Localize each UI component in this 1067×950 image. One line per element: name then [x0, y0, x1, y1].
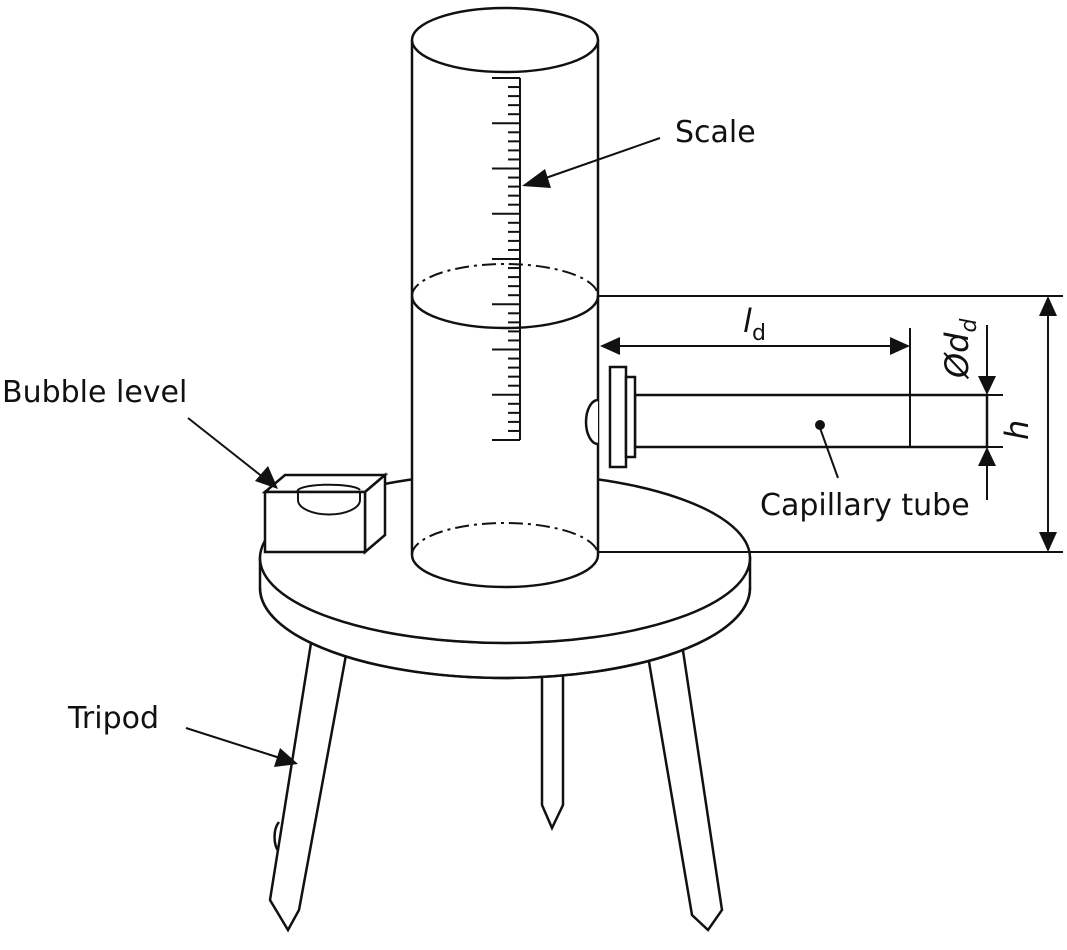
- capillary-tube-label: Capillary tube: [760, 488, 970, 523]
- bubble-level-leader: [187, 417, 265, 479]
- diameter-prefix: Ø: [938, 352, 976, 380]
- scale-ticks: [492, 77, 521, 441]
- diameter-subscript: d: [957, 318, 982, 333]
- measuring-cylinder: [410, 6, 600, 589]
- svg-text:Ødd: Ødd: [938, 318, 982, 381]
- tripod-leg-left: [268, 641, 348, 933]
- height-symbol: h: [998, 420, 1036, 440]
- tripod-label: Tripod: [67, 701, 159, 736]
- tripod: [268, 641, 724, 933]
- length-subscript: d: [752, 321, 766, 346]
- capillary-leader: [819, 427, 839, 479]
- tripod-leg-back: [540, 670, 565, 832]
- bubble-level-label: Bubble level: [2, 375, 187, 410]
- tripod-leg-right: [646, 642, 724, 932]
- tripod-leader: [185, 727, 281, 759]
- dimension-lines: [598, 295, 1063, 553]
- leader-arrows: [185, 137, 839, 767]
- bubble-level: [261, 472, 389, 555]
- scale-leader: [539, 137, 661, 181]
- diameter-label: Ødd: [938, 318, 982, 381]
- length-symbol: l: [743, 302, 752, 340]
- capillary-tube: [584, 365, 989, 469]
- scale-label: Scale: [675, 115, 756, 150]
- length-label: l d: [743, 302, 766, 346]
- capillary-point-dot: [815, 420, 825, 430]
- diameter-symbol: d: [938, 332, 976, 353]
- height-label: h: [998, 420, 1036, 440]
